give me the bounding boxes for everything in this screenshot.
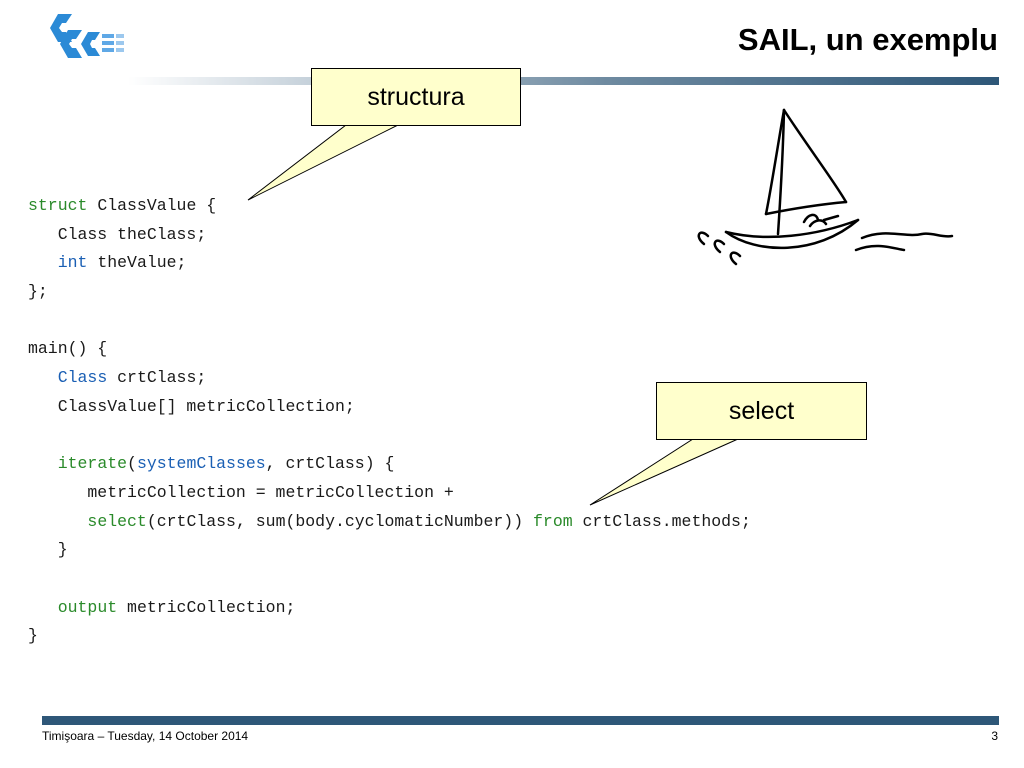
code-line: }; — [28, 278, 751, 307]
code-line: ClassValue[] metricCollection; — [28, 393, 751, 422]
code-line: metricCollection = metricCollection + — [28, 479, 751, 508]
footer-text: Timişoara – Tuesday, 14 October 2014 — [42, 729, 249, 743]
code-text: , crtClass) { — [265, 454, 395, 474]
code-keyword: struct — [28, 196, 88, 215]
code-text: ClassValue[] metricCollection; — [28, 396, 355, 416]
callout-select: select — [656, 382, 867, 440]
code-text: (crtClass, sum(body.cyclomaticNumber)) — [146, 511, 534, 531]
code-line: main() { — [28, 335, 751, 364]
code-line: Class theClass; — [28, 221, 751, 250]
callout-select-text: select — [728, 396, 795, 425]
code-text: metricCollection = metricCollection + — [28, 482, 454, 502]
slide-title: SAIL, un exemplu — [737, 22, 998, 57]
code-text: crtClass.methods; — [572, 511, 751, 531]
code-line: int theValue; — [28, 249, 751, 278]
code-line: output metricCollection; — [28, 594, 751, 623]
code-block: struct ClassValue { Class theClass; int … — [28, 192, 751, 651]
code-text: metricCollection; — [117, 597, 296, 617]
code-line: Class crtClass; — [28, 364, 751, 393]
code-text: }; — [28, 282, 48, 302]
code-text: } — [28, 540, 68, 560]
code-type: int — [57, 253, 88, 273]
code-line: } — [28, 622, 751, 651]
code-text: } — [28, 626, 38, 646]
code-keyword: select — [87, 511, 147, 531]
code-keyword: output — [57, 597, 118, 617]
code-text: ( — [127, 454, 137, 474]
code-text: main() { — [28, 339, 108, 359]
code-line: struct ClassValue { — [28, 192, 751, 221]
code-line: select(crtClass, sum(body.cyclomaticNumb… — [28, 508, 751, 537]
header-bar — [128, 77, 999, 85]
code-keyword: from — [533, 511, 573, 531]
footer-bar — [42, 716, 999, 725]
code-text: crtClass; — [107, 368, 207, 388]
sailboat-icon — [697, 108, 954, 266]
callout-structura-text: structura — [367, 82, 465, 111]
page-number: 3 — [991, 729, 998, 743]
callout-pointer-select — [589, 438, 739, 506]
code-type: Class — [57, 368, 108, 388]
callout-structura: structura — [311, 68, 521, 126]
code-text: theValue; — [87, 253, 187, 273]
university-logo-icon — [48, 10, 140, 72]
code-line: iterate(systemClasses, crtClass) { — [28, 450, 751, 479]
code-type: systemClasses — [136, 454, 266, 474]
code-keyword: iterate — [57, 454, 128, 474]
code-text: ClassValue { — [87, 196, 217, 215]
callout-pointer-structura — [247, 124, 399, 201]
code-line: } — [28, 536, 751, 565]
code-text: Class theClass; — [28, 224, 207, 244]
